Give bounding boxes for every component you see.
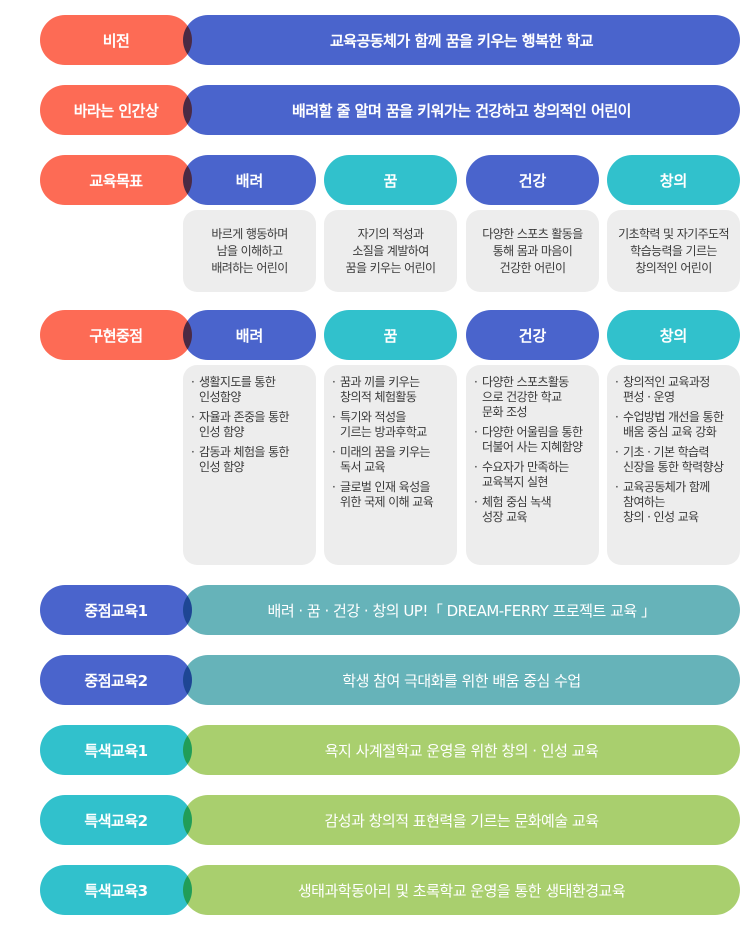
key-education-1-text: 배려 · 꿈 · 건강 · 창의 UP!「 DREAM-FERRY 프로젝트 교…	[267, 601, 656, 620]
focus-col-4-pill: 창의	[607, 310, 740, 360]
key-education-1-row: 배려 · 꿈 · 건강 · 창의 UP!「 DREAM-FERRY 프로젝트 교…	[40, 585, 740, 635]
focus-row: 배려 구현중점	[40, 310, 740, 360]
list-item: 다양한 어울림을 통한 더불어 사는 지혜함양	[474, 425, 593, 455]
goals-col-4-box: 기초학력 및 자기주도적 학습능력을 기르는 창의적인 어린이	[607, 210, 740, 292]
goals-label-pill: 교육목표	[40, 155, 192, 205]
focus-col-1-pill: 배려	[183, 310, 316, 360]
focus-col-4-title: 창의	[659, 326, 688, 345]
special-education-2-label-pill: 특색교육2	[40, 795, 192, 845]
ideal-person-text-pill: 배려할 줄 알며 꿈을 키워가는 건강하고 창의적인 어린이	[183, 85, 740, 135]
list-item: 수요자가 만족하는 교육복지 실현	[474, 460, 593, 490]
goals-col-2-pill: 꿈	[324, 155, 457, 205]
special-education-3-text-pill: 생태과학동아리 및 초록학교 운영을 통한 생태환경교육	[183, 865, 740, 915]
list-item: 글로벌 인재 육성을 위한 국제 이해 교육	[332, 480, 451, 510]
vision-row: 교육공동체가 함께 꿈을 키우는 행복한 학교 비전	[40, 15, 740, 65]
goals-col-4-title: 창의	[659, 171, 688, 190]
goals-col-1-box: 바르게 행동하며 남을 이해하고 배려하는 어린이	[183, 210, 316, 292]
goals-col-3-title: 건강	[518, 171, 547, 190]
ideal-person-row: 배려할 줄 알며 꿈을 키워가는 건강하고 창의적인 어린이 바라는 인간상	[40, 85, 740, 135]
focus-col-4-list: 창의적인 교육과정 편성 · 운영 수업방법 개선을 통한 배움 중심 교육 강…	[615, 375, 734, 525]
focus-col-2-box: 꿈과 끼를 키우는 창의적 체험활동 특기와 적성을 기르는 방과후학교 미래의…	[324, 365, 457, 565]
goals-col-1-title: 배려	[235, 171, 264, 190]
list-item: 창의적인 교육과정 편성 · 운영	[615, 375, 734, 405]
focus-col-1-title: 배려	[235, 326, 264, 345]
list-item: 감동과 체험을 통한 인성 함양	[191, 445, 310, 475]
focus-label-pill: 구현중점	[40, 310, 192, 360]
list-item: 다양한 스포츠활동 으로 건강한 학교 문화 조성	[474, 375, 593, 420]
key-education-2-text-pill: 학생 참여 극대화를 위한 배움 중심 수업	[183, 655, 740, 705]
goals-col-2-box: 자기의 적성과 소질을 계발하여 꿈을 키우는 어린이	[324, 210, 457, 292]
ideal-person-label: 바라는 인간상	[73, 101, 159, 120]
ideal-person-label-pill: 바라는 인간상	[40, 85, 192, 135]
key-education-2-label-pill: 중점교육2	[40, 655, 192, 705]
key-education-2-text: 학생 참여 극대화를 위한 배움 중심 수업	[342, 671, 581, 690]
list-item: 기초 · 기본 학습력 신장을 통한 학력향상	[615, 445, 734, 475]
focus-col-2-title: 꿈	[383, 326, 398, 345]
key-education-2-label: 중점교육2	[84, 671, 148, 690]
goals-col-1-text: 바르게 행동하며 남을 이해하고 배려하는 어린이	[211, 226, 288, 275]
key-education-1-text-pill: 배려 · 꿈 · 건강 · 창의 UP!「 DREAM-FERRY 프로젝트 교…	[183, 585, 740, 635]
focus-col-4-box: 창의적인 교육과정 편성 · 운영 수업방법 개선을 통한 배움 중심 교육 강…	[607, 365, 740, 565]
goals-col-4-text: 기초학력 및 자기주도적 학습능력을 기르는 창의적인 어린이	[618, 226, 729, 275]
focus-col-3-pill: 건강	[466, 310, 599, 360]
goals-col-3-text: 다양한 스포츠 활동을 통해 몸과 마음이 건강한 어린이	[482, 226, 583, 275]
goals-label: 교육목표	[89, 171, 143, 190]
special-education-1-label: 특색교육1	[84, 741, 148, 760]
focus-col-3-box: 다양한 스포츠활동 으로 건강한 학교 문화 조성 다양한 어울림을 통한 더불…	[466, 365, 599, 565]
key-education-2-row: 학생 참여 극대화를 위한 배움 중심 수업 중점교육2	[40, 655, 740, 705]
special-education-1-text-pill: 욕지 사계절학교 운영을 위한 창의 · 인성 교육	[183, 725, 740, 775]
goals-col-2-text: 자기의 적성과 소질을 계발하여 꿈을 키우는 어린이	[345, 226, 437, 275]
list-item: 자율과 존중을 통한 인성 함양	[191, 410, 310, 440]
vision-text-pill: 교육공동체가 함께 꿈을 키우는 행복한 학교	[183, 15, 740, 65]
vision-text: 교육공동체가 함께 꿈을 키우는 행복한 학교	[329, 31, 594, 50]
focus-label: 구현중점	[89, 326, 143, 345]
special-education-2-text-pill: 감성과 창의적 표현력을 기르는 문화예술 교육	[183, 795, 740, 845]
focus-col-1-list: 생활지도를 통한 인성함양 자율과 존중을 통한 인성 함양 감동과 체험을 통…	[191, 375, 310, 475]
list-item: 교육공동체가 함께 참여하는 창의 · 인성 교육	[615, 480, 734, 525]
goals-col-4-pill: 창의	[607, 155, 740, 205]
list-item: 미래의 꿈을 키우는 독서 교육	[332, 445, 451, 475]
special-education-3-label-pill: 특색교육3	[40, 865, 192, 915]
list-item: 체험 중심 녹색 성장 교육	[474, 495, 593, 525]
special-education-1-text: 욕지 사계절학교 운영을 위한 창의 · 인성 교육	[324, 741, 599, 760]
list-item: 생활지도를 통한 인성함양	[191, 375, 310, 405]
key-education-1-label-pill: 중점교육1	[40, 585, 192, 635]
list-item: 특기와 적성을 기르는 방과후학교	[332, 410, 451, 440]
goals-columns: 꿈 건강 창의 바르게 행동하며 남을 이해하고 배려하는 어린이 자기의 적성…	[183, 155, 740, 292]
special-education-2-label: 특색교육2	[84, 811, 148, 830]
focus-columns: 꿈 건강 창의 생활지도를 통한 인성함양 자율과 존중을 통한 인성 함양 감…	[183, 310, 740, 565]
focus-col-2-list: 꿈과 끼를 키우는 창의적 체험활동 특기와 적성을 기르는 방과후학교 미래의…	[332, 375, 451, 510]
special-education-1-row: 욕지 사계절학교 운영을 위한 창의 · 인성 교육 특색교육1	[40, 725, 740, 775]
special-education-1-label-pill: 특색교육1	[40, 725, 192, 775]
goals-row: 배려 교육목표	[40, 155, 740, 205]
special-education-3-text: 생태과학동아리 및 초록학교 운영을 통한 생태환경교육	[297, 881, 626, 900]
ideal-person-text: 배려할 줄 알며 꿈을 키워가는 건강하고 창의적인 어린이	[292, 101, 631, 120]
vision-label-pill: 비전	[40, 15, 192, 65]
special-education-3-row: 생태과학동아리 및 초록학교 운영을 통한 생태환경교육 특색교육3	[40, 865, 740, 915]
focus-col-3-title: 건강	[518, 326, 547, 345]
goals-col-2-title: 꿈	[383, 171, 398, 190]
special-education-3-label: 특색교육3	[84, 881, 148, 900]
focus-col-3-list: 다양한 스포츠활동 으로 건강한 학교 문화 조성 다양한 어울림을 통한 더불…	[474, 375, 593, 525]
special-education-2-text: 감성과 창의적 표현력을 기르는 문화예술 교육	[324, 811, 599, 830]
vision-label: 비전	[102, 31, 130, 50]
list-item: 꿈과 끼를 키우는 창의적 체험활동	[332, 375, 451, 405]
special-education-2-row: 감성과 창의적 표현력을 기르는 문화예술 교육 특색교육2	[40, 795, 740, 845]
goals-col-1-pill: 배려	[183, 155, 316, 205]
key-education-1-label: 중점교육1	[84, 601, 148, 620]
list-item: 수업방법 개선을 통한 배움 중심 교육 강화	[615, 410, 734, 440]
focus-col-2-pill: 꿈	[324, 310, 457, 360]
goals-col-3-box: 다양한 스포츠 활동을 통해 몸과 마음이 건강한 어린이	[466, 210, 599, 292]
goals-col-3-pill: 건강	[466, 155, 599, 205]
focus-col-1-box: 생활지도를 통한 인성함양 자율과 존중을 통한 인성 함양 감동과 체험을 통…	[183, 365, 316, 565]
